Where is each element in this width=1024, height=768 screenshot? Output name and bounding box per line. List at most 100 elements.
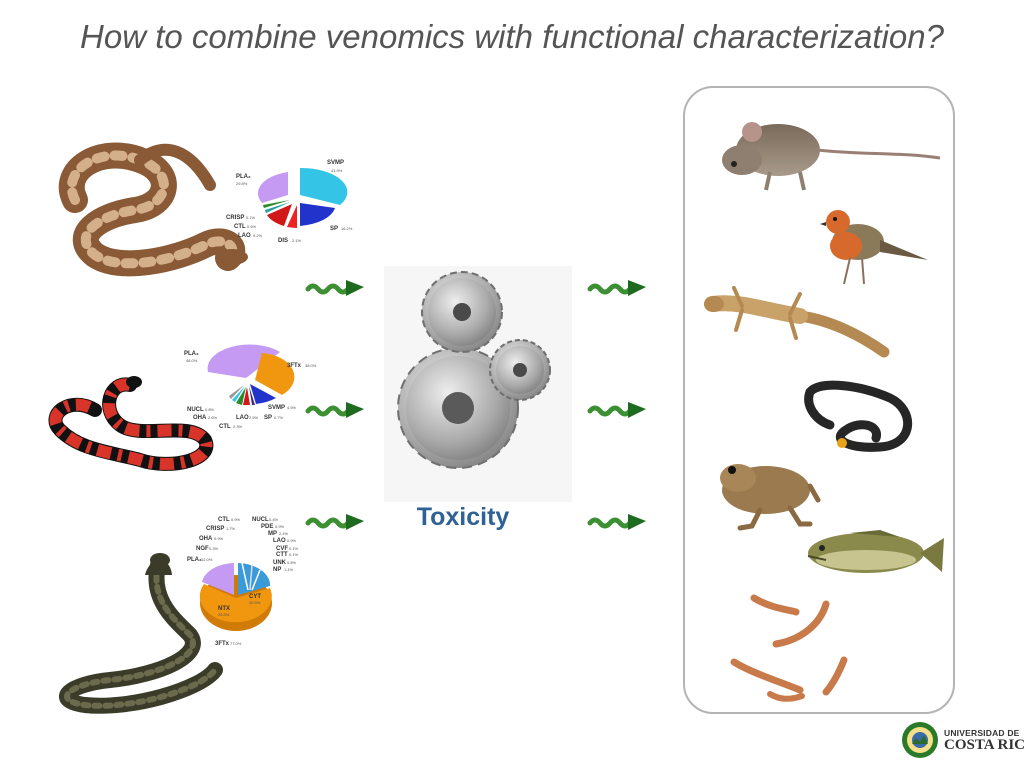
pie-pct-lao: 0.9% [287, 538, 297, 543]
coral-venom-pie-chart: PLA₂ 48.0% 3FTx 38.0% NUCL 0.8% OHA 2.6%… [184, 344, 317, 430]
pie-label-pla2: PLA₂ [236, 174, 251, 180]
pie-label-ngf: NGF [196, 546, 209, 552]
arrow-snake3-to-gears [305, 514, 364, 530]
pie-label-3ftx: 3FTx [215, 641, 230, 647]
pie-pct-sp: 0.7% [274, 415, 284, 420]
organisms-panel [683, 86, 955, 714]
pie-pct-3ftx: 77.0% [230, 641, 242, 646]
pie-pct-cvf: 0.1% [289, 546, 299, 551]
slide-title: How to combine venomics with functional … [80, 18, 944, 55]
pie-label-nucl: NUCL [187, 407, 204, 413]
pie-label-unk: UNK [273, 560, 287, 566]
pie-label-3ftx: 3FTx [287, 363, 302, 369]
pie-slice-ctl [265, 202, 290, 213]
pie-label-oha: OHA [193, 415, 207, 421]
viper-venom-pie-chart: SVMP 41.9% PLA₂ 29.8% CRISP 0.1% CTL 0.6… [226, 160, 353, 244]
university-logo: UNIVERSIDAD DE COSTA RICA [944, 728, 1024, 753]
small-snake-image [804, 380, 912, 452]
pie-pct-cyt: 40.9% [249, 600, 261, 605]
pie-slice-crisp [263, 200, 290, 208]
pie-label-pla2: PLA₂ [184, 351, 199, 357]
mouse-image [722, 122, 941, 191]
pie-slice-dis [287, 205, 297, 228]
pie-slice-lao [267, 204, 292, 226]
pie-pct-svmp: 41.9% [331, 168, 343, 173]
pie-pct-nucl: 0.8% [205, 407, 215, 412]
bird-image [820, 210, 928, 285]
pie-label-nucl: NUCL [252, 517, 269, 523]
pie-slice-cyt-ntx [199, 584, 272, 623]
pie-label-ntx: NTX [218, 606, 230, 612]
pie-label-mp: MP [268, 531, 277, 537]
pie-label-dis: DIS [278, 238, 288, 244]
pie-pct-ctl: 2.3% [233, 424, 243, 429]
pie-label-lao: LAO [236, 415, 249, 421]
pie-pct-ctt: 0.1% [289, 552, 299, 557]
pie-slice-svmp [250, 384, 276, 404]
pie-label-svmp: SVMP [268, 405, 285, 411]
pie-slice-svmp [300, 167, 348, 205]
toxicity-label: Toxicity [416, 503, 510, 531]
pie-slice-sp [300, 203, 335, 226]
arrow-gears-to-organisms-1 [587, 280, 646, 296]
cobra-snake-image [58, 553, 223, 714]
pie-pct-nucl: 0.4% [269, 517, 279, 522]
arrow-gears-to-organisms-3 [587, 514, 646, 530]
pie-label-ctl: CTL [218, 517, 230, 523]
viper-snake-image [58, 142, 248, 277]
pie-pct-mp: 2.4% [279, 531, 289, 536]
gears-icon [384, 266, 572, 502]
pie-label-sp: SP [264, 415, 272, 421]
pie-slice-oha [236, 387, 246, 405]
pie-pct-crisp: 1.7% [226, 526, 236, 531]
pie-pct-ntx: 33.3% [218, 612, 230, 617]
pie-slice-pla2 [207, 344, 280, 378]
pie-pct-3ftx: 38.0% [305, 363, 317, 368]
arrow-gears-to-organisms-2 [587, 402, 646, 418]
pie-pct-oha: 2.6% [208, 415, 218, 420]
pie-label-crisp: CRISP [226, 215, 244, 221]
pie-label-crisp: CRISP [206, 526, 224, 532]
pie-label-ctl: CTL [234, 224, 246, 230]
pie-pct-pla2: 29.8% [236, 181, 248, 186]
university-seal-icon [902, 722, 938, 758]
pie-slice-3ftx [255, 353, 295, 395]
coral-snake-image [48, 376, 214, 471]
cobra-venom-pie-chart: CTL 0.9% NUCL 0.4% CRISP 1.7% PDE 0.9% O… [187, 517, 299, 647]
logo-line-2: COSTA RICA [944, 737, 1024, 753]
frog-image [720, 464, 821, 531]
arrow-snake1-to-gears [305, 280, 364, 296]
pie-pct-ctl: 0.9% [231, 517, 241, 522]
pie-pct-pla2: 12.0% [201, 557, 213, 562]
pie-pct-np: 1.1% [284, 567, 294, 572]
pie-label-np: NP [273, 567, 281, 573]
lizard-image [704, 286, 890, 358]
pie-label-pde: PDE [261, 524, 273, 530]
pie-label-svmp: SVMP [327, 160, 344, 166]
pie-pct-ngf: 0.3% [209, 546, 219, 551]
pie-slice-nucl [232, 386, 245, 402]
pie-pct-lao: 9.2% [253, 233, 263, 238]
logo-line-1: UNIVERSIDAD DE [944, 728, 1020, 738]
pie-pct-lao: 2.5% [249, 415, 259, 420]
insect-larvae-image [730, 594, 848, 702]
pie-pct-crisp: 0.1% [246, 215, 256, 220]
pie-pct-ctl: 0.6% [247, 224, 257, 229]
arrow-snake2-to-gears [305, 402, 364, 418]
pie-label-sp: SP [330, 226, 338, 232]
pie-slice-pla2 [257, 172, 288, 203]
pie-pct-dis: 2.1% [292, 238, 302, 243]
pie-pct-pde: 0.9% [275, 524, 285, 529]
pie-label-cvf: CVF [276, 546, 288, 552]
pie-label-ctl: CTL [219, 424, 231, 430]
pie-label-pla2: PLA₂ [187, 557, 202, 563]
pie-slice-lao [243, 387, 250, 406]
pie-label-oha: OHA [199, 536, 213, 542]
pie-label-ctt: CTT [276, 552, 288, 558]
fish-image [807, 530, 944, 573]
pie-pct-unk: 0.8% [287, 560, 297, 565]
pie-label-lao: LAO [238, 233, 251, 239]
pie-slice-ctl [229, 385, 244, 399]
pie-label-cyt: CYT [249, 594, 261, 600]
